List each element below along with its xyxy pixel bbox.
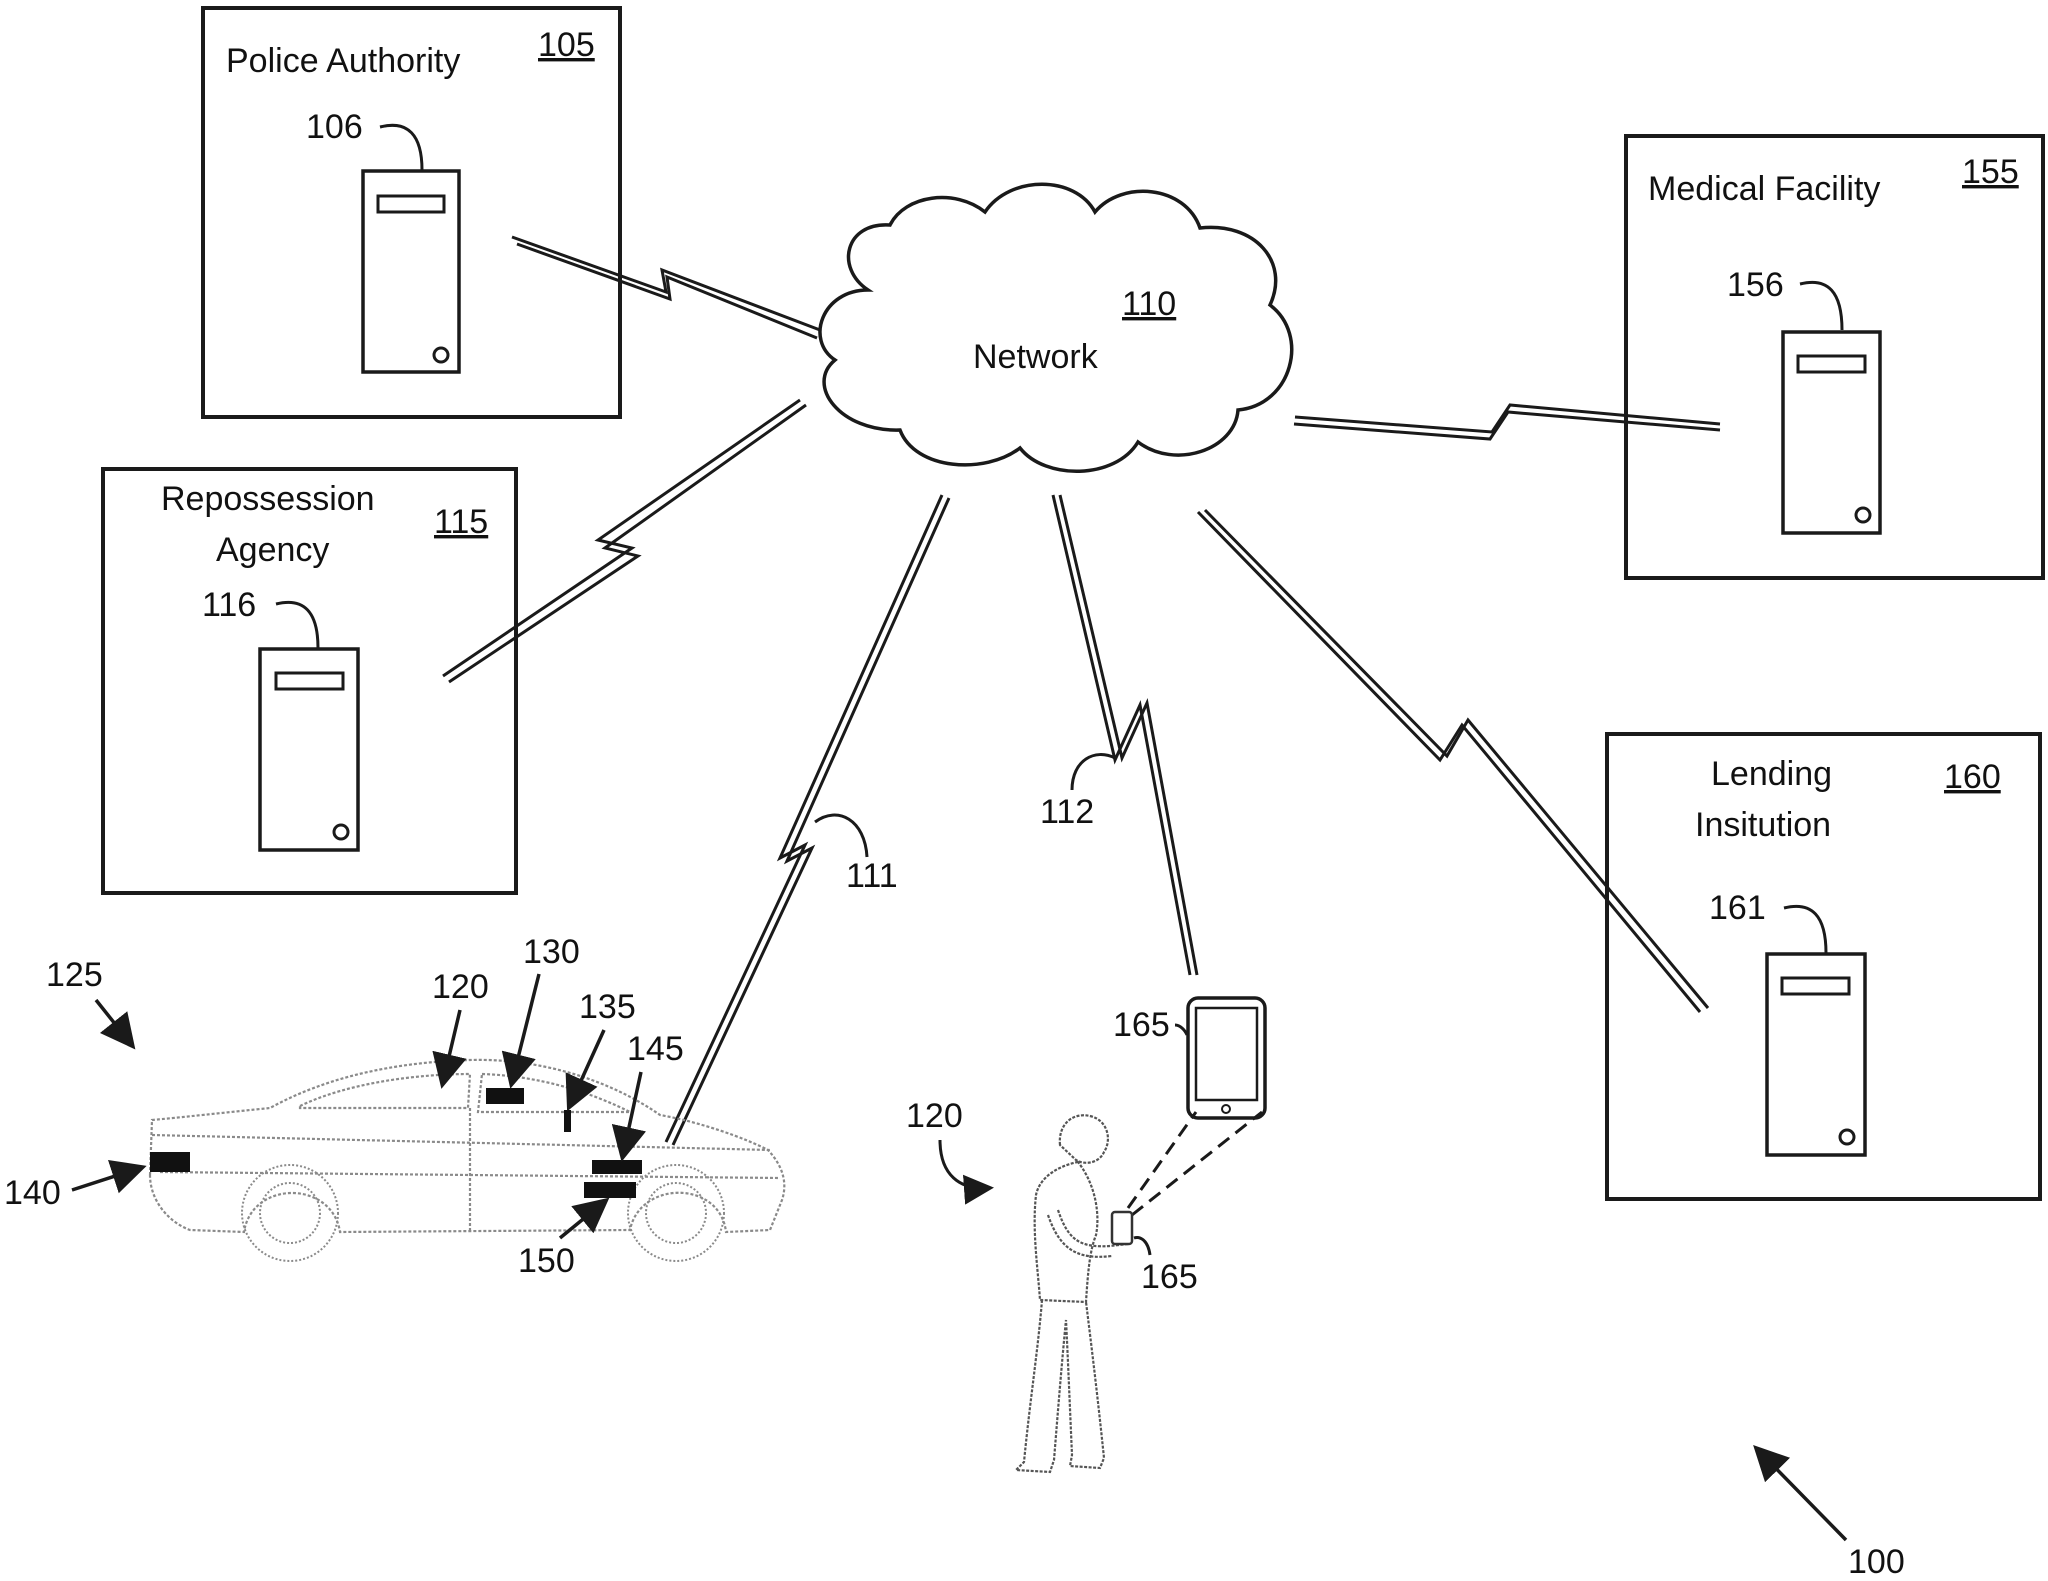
component-150-sensor [584, 1182, 636, 1198]
component-135-arrow [565, 1029, 606, 1112]
person-legs [1013, 1299, 1106, 1474]
component-150-ref: 150 [518, 1242, 575, 1280]
vehicle-ref: 125 [46, 956, 103, 994]
lending-server-leader [1783, 904, 1828, 954]
person-head [1058, 1114, 1109, 1164]
link-vehicle-network [664, 494, 951, 1146]
police-authority-ref: 105 [538, 26, 595, 64]
component-130-ref: 130 [523, 933, 580, 971]
user-ref-arrow [938, 1139, 994, 1205]
police-server-icon [361, 169, 461, 374]
repossession-agency-label-line2: Agency [216, 531, 329, 569]
rear-wheel [241, 1164, 339, 1262]
component-140-sensor [150, 1152, 190, 1172]
repossession-server-icon [258, 647, 360, 852]
network-label: Network [973, 338, 1099, 376]
medical-server-icon [1781, 330, 1882, 535]
vehicle-body [148, 1058, 786, 1234]
police-authority-label: Police Authority [226, 42, 460, 80]
component-150-arrow [558, 1197, 610, 1240]
police-server-ref: 106 [306, 108, 363, 146]
repossession-agency-ref: 115 [434, 503, 488, 541]
police-authority-node: Police Authority 105 106 [201, 6, 622, 419]
medical-server-leader [1799, 280, 1844, 331]
handheld-device [1110, 1210, 1134, 1246]
network-cloud: 110 Network [818, 182, 1294, 474]
link-police-network [511, 235, 821, 340]
link-medical-network [1293, 403, 1721, 441]
vehicle-link-bolt [664, 494, 944, 1143]
vehicle-driver-ref: 120 [432, 968, 489, 1006]
medical-facility-ref: 155 [1962, 153, 2019, 191]
police-server-leader [379, 123, 424, 171]
lending-institution-ref: 160 [1944, 758, 2001, 796]
projection-line-2 [1131, 1110, 1263, 1217]
mobile-device-ref: 165 [1113, 1006, 1170, 1044]
vehicle-link-ref: 111 [846, 857, 898, 895]
lending-institution-label-line2: Insitution [1695, 806, 1831, 844]
link-repossession-network [442, 398, 807, 684]
lending-institution-node: Lending Insitution 160 161 [1605, 732, 2042, 1201]
medical-facility-node: Medical Facility 155 156 [1624, 134, 2045, 580]
front-wheel [627, 1164, 725, 1262]
person-arm [1046, 1209, 1129, 1258]
component-135-sensor [564, 1110, 571, 1132]
component-135-ref: 135 [579, 988, 636, 1026]
component-140-ref: 140 [4, 1174, 61, 1212]
user-person [1013, 1114, 1134, 1474]
wireless-links [442, 235, 1721, 1146]
lending-institution-label-line1: Lending [1711, 755, 1832, 793]
component-130-sensor [486, 1088, 524, 1104]
vehicle-ref-arrow [94, 998, 136, 1050]
projection-line-1 [1126, 1111, 1198, 1209]
handheld-device-ref: 165 [1141, 1258, 1198, 1296]
mobile-link-ref: 112 [1040, 793, 1094, 831]
link-mobile-network [1051, 494, 1199, 976]
vehicle-driver-arrow [432, 1009, 467, 1089]
cloud-shape [818, 182, 1294, 474]
repossession-server-ref: 116 [202, 586, 256, 624]
repossession-agency-label-line1: Repossession [161, 480, 375, 518]
network-ref: 110 [1122, 285, 1176, 323]
vehicle [148, 1058, 786, 1262]
component-140-arrow [71, 1159, 147, 1194]
user-ref: 120 [906, 1097, 963, 1135]
component-145-ref: 145 [627, 1030, 684, 1068]
figure-ref: 100 [1848, 1543, 1905, 1581]
medical-server-ref: 156 [1727, 266, 1784, 304]
mobile-device [1186, 996, 1267, 1120]
lending-server-icon [1765, 952, 1867, 1157]
link-lending-network [1196, 508, 1710, 1013]
component-145-arrow [611, 1071, 647, 1162]
vehicle-link-leader [814, 813, 869, 858]
handheld-device-leader [1133, 1236, 1152, 1256]
mobile-link-leader [1070, 753, 1116, 791]
figure-ref-arrow [1753, 1444, 1848, 1542]
mobile-device-screen [1194, 1006, 1259, 1102]
medical-facility-label: Medical Facility [1648, 170, 1880, 208]
repossession-agency-node: Repossession Agency 115 116 [101, 467, 518, 895]
mobile-device-leader [1174, 1023, 1189, 1036]
component-130-arrow [501, 973, 541, 1089]
person-torso [1033, 1160, 1099, 1304]
repossession-server-leader [275, 600, 320, 649]
lending-server-ref: 161 [1709, 889, 1766, 927]
mobile-link-bolt [1051, 494, 1192, 976]
component-145-sensor [592, 1160, 642, 1174]
